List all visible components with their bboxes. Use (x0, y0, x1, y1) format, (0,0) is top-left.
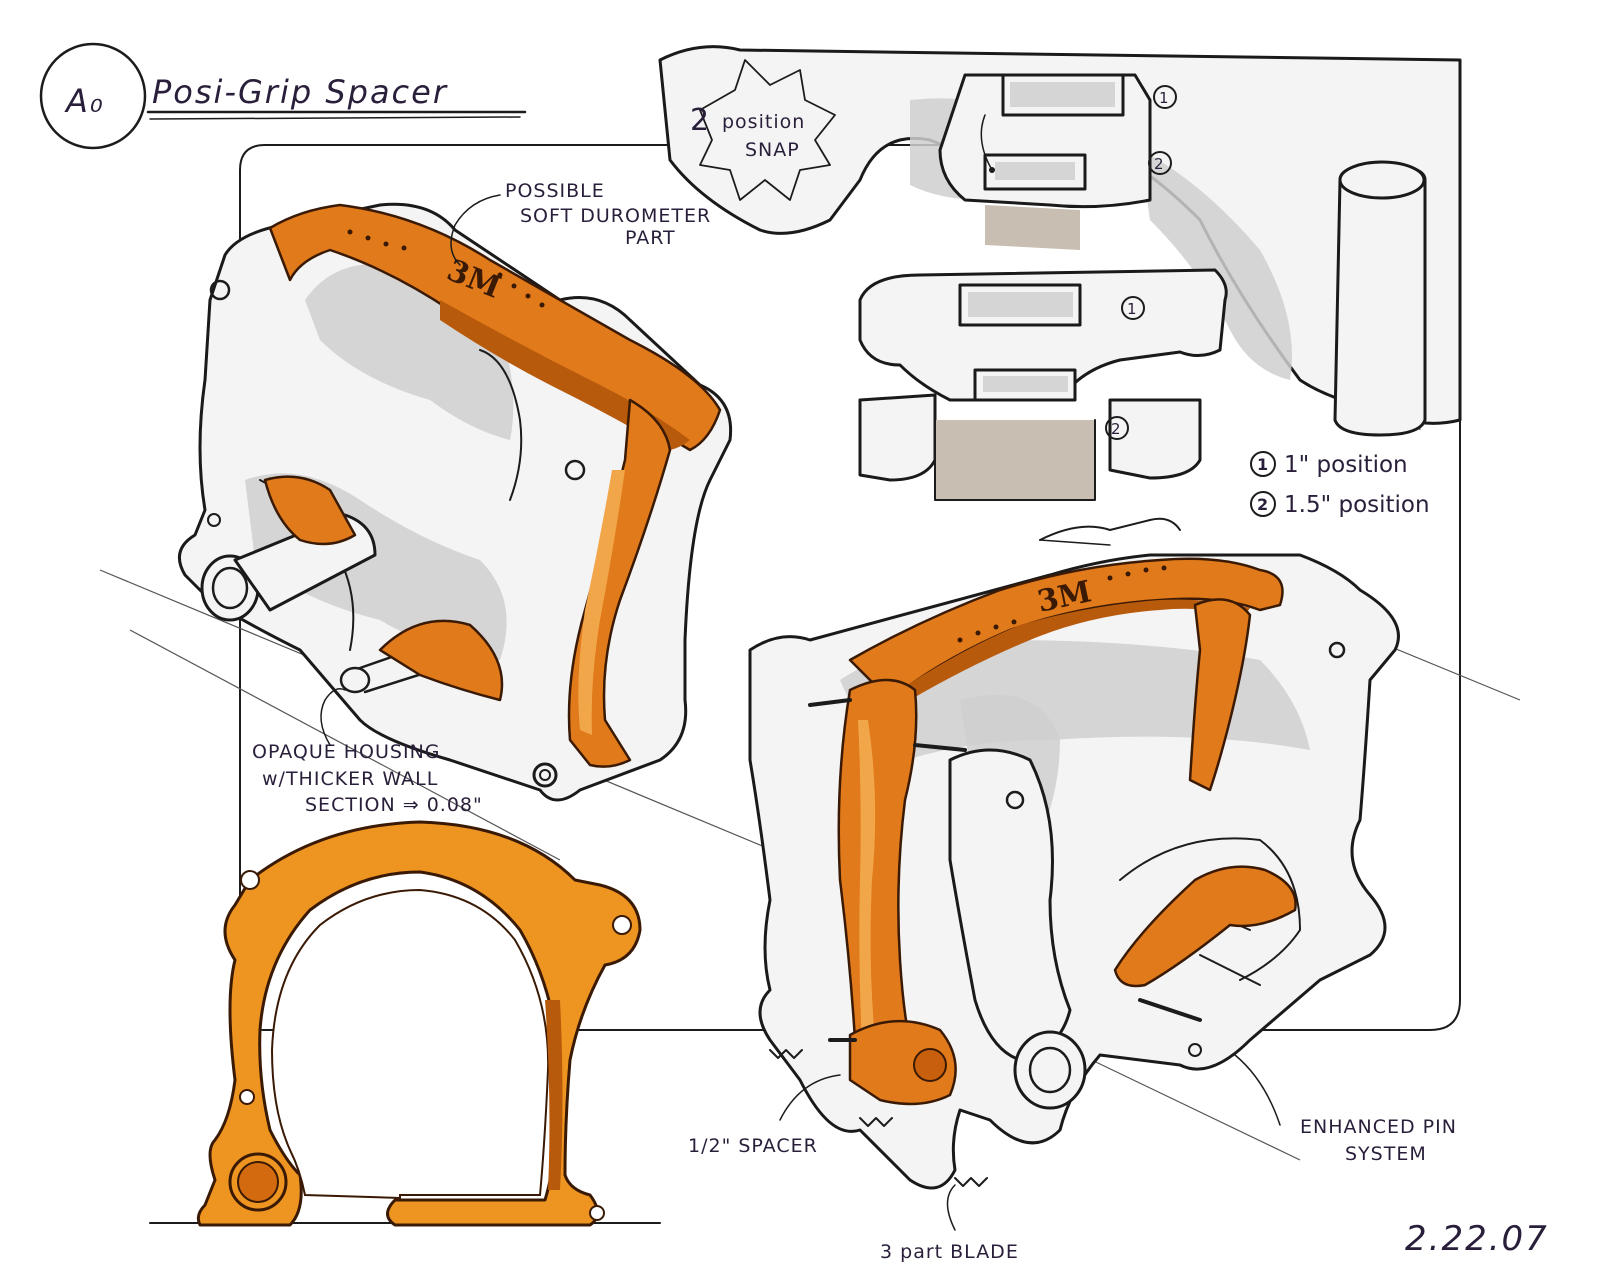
legend-item-2: 2 1.5" position (1250, 491, 1430, 518)
callout-soft-durometer: POSSIBLE SOFT DUROMETER PART (450, 180, 711, 266)
sheet-title: Posi-Grip Spacer (152, 73, 448, 111)
snap-foot (858, 393, 937, 482)
callout-blade-text: 3 part BLADE (880, 1241, 1019, 1263)
ring-hole-tr (612, 915, 632, 935)
callout-housing-line-2: w/THICKER WALL (262, 768, 438, 790)
legend-item-1: 1 1" position (1250, 451, 1408, 478)
badge-circle (39, 42, 147, 150)
legend-text-2: 1.5" position (1284, 492, 1430, 518)
callout-spacer: 1/2" SPACER (688, 1074, 841, 1157)
orange-band-iso: 3M (769, 557, 1297, 1187)
callout-opaque-housing: OPAQUE HOUSING w/THICKER WALL SECTION ⇒ … (252, 688, 483, 816)
iso-end-cap (1013, 1030, 1087, 1110)
snap-taupe-lower (935, 420, 1095, 500)
snap-starburst (699, 59, 836, 201)
svg-text:2: 2 (1257, 495, 1268, 514)
corner-hole-right (564, 459, 586, 481)
corner-hole-bottom (532, 762, 558, 788)
callout-soft-line-2: SOFT DUROMETER (520, 205, 711, 227)
callout-housing-line-1: OPAQUE HOUSING (252, 741, 441, 763)
callout-soft-line-1: POSSIBLE (505, 180, 605, 202)
svg-text:1: 1 (1159, 89, 1169, 107)
ring-hole-bottom (589, 1205, 605, 1221)
orange-band-arch (268, 203, 722, 452)
iso-pins (808, 698, 1202, 1042)
snap-block-lower (858, 268, 1228, 402)
iso-frame-front (948, 748, 1072, 1062)
callout-enhanced-pin: ENHANCED PIN SYSTEM (1234, 1054, 1457, 1165)
callout-blade: 3 part BLADE (880, 1184, 1019, 1263)
orange-band-lower (378, 619, 504, 702)
iso-band-holes (957, 565, 1167, 643)
callout-soft-line-3: PART (625, 227, 676, 249)
callout-pin-line-1: ENHANCED PIN (1300, 1116, 1457, 1138)
orange-band-front: 3M (263, 203, 722, 768)
ring-hole-left (239, 1089, 255, 1105)
iso-band-hub (848, 1019, 957, 1106)
svg-text:2: 2 (1111, 420, 1121, 438)
snap-number: 2 (690, 103, 709, 138)
corner-hole-top (209, 279, 231, 301)
snap-label-2: SNAP (745, 139, 800, 161)
title-underline-2 (149, 116, 521, 120)
ring-hole-tl (240, 870, 260, 890)
svg-text:1: 1 (1257, 455, 1268, 474)
svg-text:1: 1 (1127, 300, 1137, 318)
snap-label-1: position (722, 111, 805, 133)
position-legend: 1 1" position 2 1.5" position (1250, 451, 1430, 518)
sheet-date: 2.22.07 (1405, 1219, 1549, 1259)
svg-text:2: 2 (1154, 155, 1164, 173)
snap-pillar (1333, 163, 1427, 437)
corner-hole-left (207, 513, 221, 527)
legend-text-1: 1" position (1284, 452, 1408, 478)
callout-position-snap: 2 position SNAP (690, 59, 836, 201)
callout-spacer-text: 1/2" SPACER (688, 1135, 818, 1157)
band-holes (347, 229, 545, 308)
iso-band-back-leg (1188, 598, 1252, 792)
ring-profile (149, 820, 661, 1227)
ring-outline (196, 820, 642, 1227)
ring-inner-white (270, 888, 550, 1200)
header: A₀ Posi-Grip Spacer (39, 42, 527, 150)
badge-label: A₀ (64, 82, 105, 120)
orange-band-inner (263, 475, 357, 546)
blade-teeth (769, 1049, 988, 1187)
snap-markers: 1 2 1 2 (1105, 85, 1177, 440)
callout-pin-line-2: SYSTEM (1345, 1143, 1427, 1165)
callout-housing-line-3: SECTION ⇒ 0.08" (305, 794, 483, 816)
snap-taupe-insert (985, 205, 1080, 250)
iso-band-lower (1113, 865, 1297, 988)
snap-detail: 1 2 1 2 (658, 45, 1462, 501)
